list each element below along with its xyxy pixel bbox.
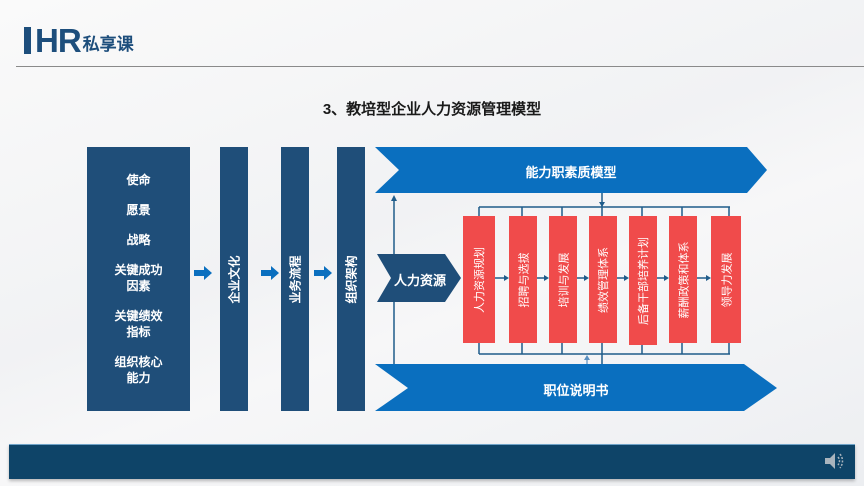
arrow-right-icon xyxy=(194,266,212,280)
strategy-column: 使命 愿景 战略 关键成功 因素 关键绩效 指标 组织核心 能力 xyxy=(87,147,190,411)
module-recruitment: 招聘与选拔 xyxy=(509,216,537,343)
speaker-icon[interactable] xyxy=(822,449,846,473)
module-label: 培训与发展 xyxy=(558,252,570,307)
structure-column: 组织架构 xyxy=(337,147,365,411)
strategy-item: 组织核心 能力 xyxy=(114,355,163,385)
process-column: 业务流程 xyxy=(281,147,309,411)
module-compensation: 薪酬政策和体系 xyxy=(669,216,697,343)
module-label: 招聘与选拔 xyxy=(518,252,530,307)
logo: HR 私享课 xyxy=(24,22,134,59)
module-training: 培训与发展 xyxy=(549,216,577,343)
header-divider xyxy=(16,66,864,67)
slide-title: 3、教培型企业人力资源管理模型 xyxy=(322,101,542,118)
logo-cn: 私享课 xyxy=(82,35,134,54)
module-label: 绩效管理体系 xyxy=(598,246,610,313)
footer-bar xyxy=(9,444,855,479)
arrow-right-icon xyxy=(314,266,332,280)
arrow-right-icon xyxy=(261,266,279,280)
logo-hr: HR xyxy=(35,22,82,59)
module-label: 领导力发展 xyxy=(721,252,733,307)
strategy-item: 战略 xyxy=(126,233,151,247)
module-label: 后备干部培养计划 xyxy=(638,236,650,325)
culture-column: 企业文化 xyxy=(220,147,248,411)
module-performance: 绩效管理体系 xyxy=(589,216,617,343)
strategy-item: 关键绩效 指标 xyxy=(114,309,163,339)
strategy-item: 使命 xyxy=(126,173,151,187)
module-succession: 后备干部培养计划 xyxy=(629,216,657,345)
hr-chevron: 人力资源 xyxy=(393,273,446,288)
module-label: 人力资源规划 xyxy=(474,246,486,313)
strategy-item: 关键成功 因素 xyxy=(114,263,163,293)
module-hr-planning: 人力资源规划 xyxy=(463,216,495,343)
module-label: 薪酬政策和体系 xyxy=(678,241,690,318)
competency-model-banner: 能力职素质模型 xyxy=(525,165,617,180)
job-description-banner: 职位说明书 xyxy=(543,383,609,398)
logo-bar xyxy=(24,27,31,54)
module-leadership: 领导力发展 xyxy=(711,216,741,343)
strategy-item: 愿景 xyxy=(126,203,151,217)
